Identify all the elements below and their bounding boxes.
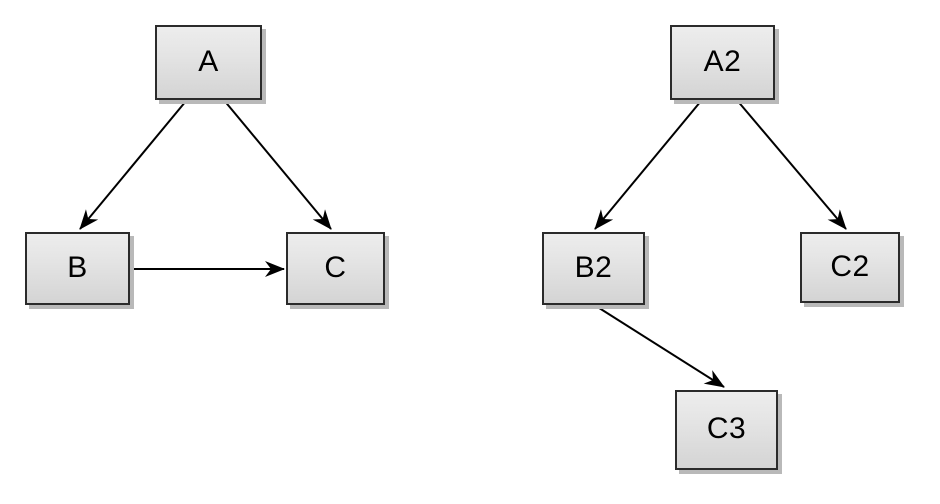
node-label-a2: A2 [703,44,742,78]
node-b[interactable]: B [25,232,130,305]
node-label-a: A [198,44,219,78]
edge-a2-to-c2 [735,98,847,230]
node-b2[interactable]: B2 [542,232,645,305]
node-label-b2: B2 [574,250,613,284]
node-c2[interactable]: C2 [800,232,900,303]
node-label-c: C [324,250,347,284]
node-label-c2: C2 [830,249,870,283]
edge-a2-to-b2 [594,100,702,230]
edge-a-to-c [222,98,332,230]
node-c[interactable]: C [286,232,385,305]
edges-group [79,98,847,388]
node-c3[interactable]: C3 [675,390,778,470]
node-label-b: B [67,250,88,284]
edge-b2-to-c3 [595,305,725,388]
edge-a-to-b [79,100,187,230]
node-a[interactable]: A [155,25,262,100]
node-a2[interactable]: A2 [670,25,775,100]
node-label-c3: C3 [706,412,747,445]
